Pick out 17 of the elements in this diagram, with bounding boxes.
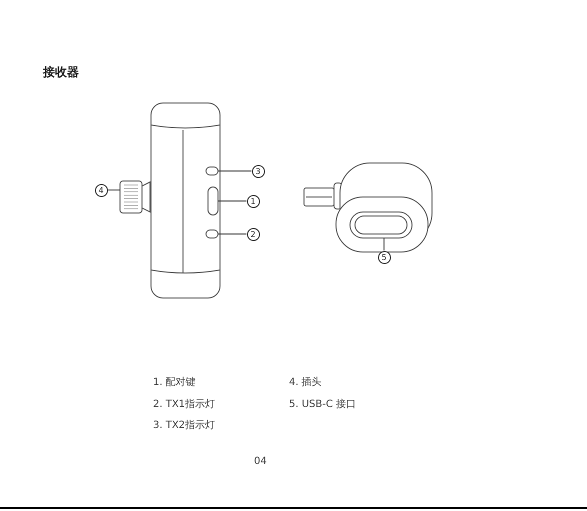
indicator-light [206, 230, 218, 238]
list-item: 3. TX2指示灯 [153, 418, 216, 432]
page-number: 04 [254, 456, 267, 467]
leader-line [218, 170, 252, 172]
callout-number: 2 [246, 228, 260, 240]
list-item: 5. USB-C 接口 [289, 398, 356, 411]
list-item: 4. 插头 [289, 376, 322, 389]
heading: 接收器 [43, 64, 79, 81]
usb-c-port [350, 212, 412, 238]
leader-line [218, 200, 247, 202]
list-item: 2. TX1指示灯 [153, 398, 216, 411]
indicator-light [206, 166, 218, 176]
callout-number: 1 [246, 194, 260, 208]
list-item: 1. 配对键 [153, 376, 196, 389]
callout-number: 4 [94, 184, 108, 196]
pairing-button [208, 186, 218, 216]
callout-number: 3 [252, 164, 264, 178]
